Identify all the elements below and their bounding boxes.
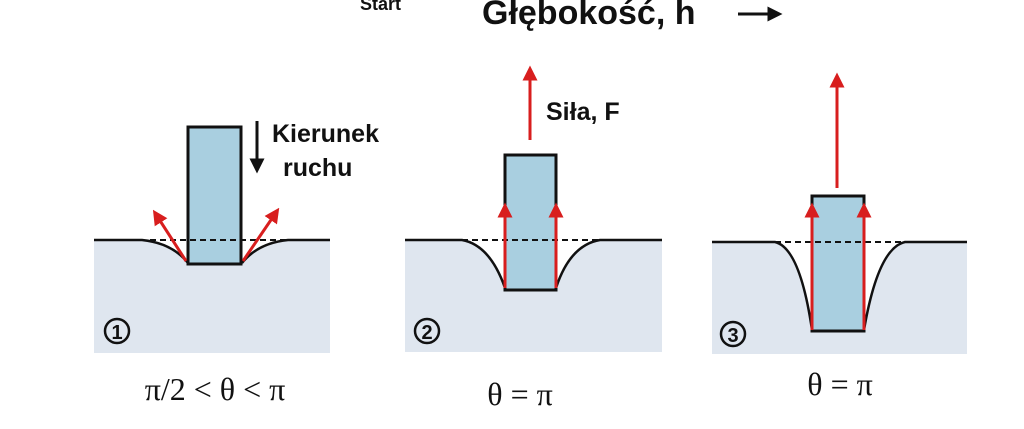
panel-number-2: 2 xyxy=(421,322,432,344)
meniscus-right-3 xyxy=(862,240,967,331)
panel-2: Siła, F 2 θ = π xyxy=(405,65,662,412)
substrate-3 xyxy=(712,242,967,354)
panel-number-badge-1 xyxy=(103,317,131,345)
substrate-2 xyxy=(405,240,662,352)
start-label: Start xyxy=(360,0,401,14)
panel-number-1: 1 xyxy=(111,322,122,344)
panel-1: Kierunek ruchu 1 π/2 < θ < π xyxy=(94,120,379,407)
force-arrow-left-1 xyxy=(152,209,188,262)
panel-number-badge-3 xyxy=(719,320,747,348)
block-2 xyxy=(503,153,558,292)
force-label: Siła, F xyxy=(546,98,620,126)
condition-2: θ = π xyxy=(487,376,553,412)
meniscus-right-2 xyxy=(554,238,662,289)
block-1 xyxy=(186,125,243,266)
direction-label-line1: Kierunek xyxy=(272,120,379,148)
block-3 xyxy=(810,194,866,333)
panel-number-3: 3 xyxy=(727,325,738,347)
panel-number-badge-2 xyxy=(413,317,441,345)
panel-3: 3 θ = π xyxy=(712,72,967,402)
depth-label: Głębokość, h xyxy=(482,0,696,32)
substrate-1 xyxy=(94,240,330,353)
condition-1: π/2 < θ < π xyxy=(145,371,286,407)
force-arrow-right-1 xyxy=(241,207,280,262)
direction-label-line2: ruchu xyxy=(283,154,352,182)
condition-3: θ = π xyxy=(807,366,873,402)
